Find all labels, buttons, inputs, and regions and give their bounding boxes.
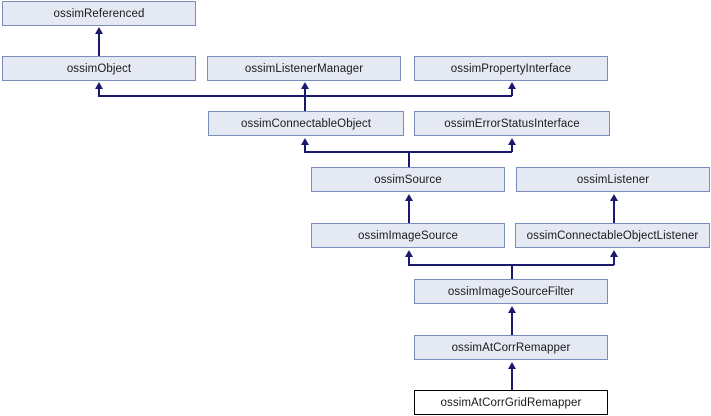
class-node-ossimImageSource[interactable]: ossimImageSource xyxy=(311,223,505,248)
class-node-label: ossimPropertyInterface xyxy=(450,62,572,75)
arrow-into-ossimReferenced-icon xyxy=(94,27,103,34)
class-node-ossimAtCorrGridRemapper[interactable]: ossimAtCorrGridRemapper xyxy=(414,390,608,415)
arrow-into-ossimErrorStatusInterface-icon xyxy=(507,138,516,145)
connector-obj-to-ref-v xyxy=(98,33,100,56)
connector-bus-to-source-v xyxy=(408,151,410,168)
class-node-ossimReferenced[interactable]: ossimReferenced xyxy=(2,1,196,26)
class-node-ossimSource[interactable]: ossimSource xyxy=(311,167,505,192)
class-node-label: ossimObject xyxy=(66,62,132,75)
connector-listenermgr-down-v xyxy=(304,88,306,96)
connector-connectable-down-v xyxy=(304,144,306,152)
connector-imagesource-to-source-v xyxy=(408,199,410,224)
connector-cobjlistener-down-v xyxy=(613,256,615,265)
class-node-label: ossimImageSourceFilter xyxy=(447,285,575,298)
arrow-into-ossimListenerManager-icon xyxy=(300,82,309,89)
class-node-label: ossimAtCorrRemapper xyxy=(451,341,571,354)
connector-imagesource-down-v xyxy=(408,256,410,265)
class-node-label: ossimSource xyxy=(374,173,442,186)
class-node-label: ossimImageSource xyxy=(357,229,459,242)
class-node-label: ossimConnectableObject xyxy=(240,117,372,130)
arrow-into-ossimSource-icon xyxy=(404,194,413,201)
connector-cobjlistener-to-listener-v xyxy=(613,199,615,224)
class-node-ossimErrorStatusInterface[interactable]: ossimErrorStatusInterface xyxy=(414,111,610,136)
class-node-label: ossimErrorStatusInterface xyxy=(444,117,580,130)
arrow-into-ossimImageSourceFilter-icon xyxy=(507,306,516,313)
connector-bus-to-filter-v xyxy=(511,264,513,280)
class-node-label: ossimReferenced xyxy=(53,7,145,20)
arrow-into-ossimImageSource-icon xyxy=(404,250,413,257)
class-node-ossimAtCorrRemapper[interactable]: ossimAtCorrRemapper xyxy=(414,335,608,360)
connector-errstatus-down-v xyxy=(511,144,513,152)
connector-obj-down-v xyxy=(98,88,100,96)
arrow-into-ossimListener-icon xyxy=(609,194,618,201)
class-node-ossimConnectableObject[interactable]: ossimConnectableObject xyxy=(208,111,404,136)
class-node-ossimImageSourceFilter[interactable]: ossimImageSourceFilter xyxy=(414,279,608,304)
class-node-ossimListener[interactable]: ossimListener xyxy=(516,167,710,192)
arrow-into-ossimConnectableObject-icon xyxy=(300,138,309,145)
connector-bus-to-connectable-v xyxy=(304,95,306,112)
class-node-ossimListenerManager[interactable]: ossimListenerManager xyxy=(207,56,401,81)
class-node-ossimConnectableObjectListener[interactable]: ossimConnectableObjectListener xyxy=(515,223,710,248)
arrow-into-ossimObject-icon xyxy=(94,82,103,89)
class-node-label: ossimListenerManager xyxy=(244,62,364,75)
connector-remapper-to-filter-v xyxy=(511,311,513,336)
class-node-label: ossimConnectableObjectListener xyxy=(526,229,699,242)
class-node-ossimObject[interactable]: ossimObject xyxy=(2,56,196,81)
arrow-into-ossimConnectableObjectListener-icon xyxy=(609,250,618,257)
arrow-into-ossimAtCorrRemapper-icon xyxy=(507,362,516,369)
connector-propiface-down-v xyxy=(511,88,513,96)
class-node-label: ossimAtCorrGridRemapper xyxy=(440,396,582,409)
connector-gridremapper-to-remapper-v xyxy=(511,366,513,391)
arrow-into-ossimPropertyInterface-icon xyxy=(507,82,516,89)
class-node-label: ossimListener xyxy=(576,173,650,186)
class-node-ossimPropertyInterface[interactable]: ossimPropertyInterface xyxy=(414,56,608,81)
